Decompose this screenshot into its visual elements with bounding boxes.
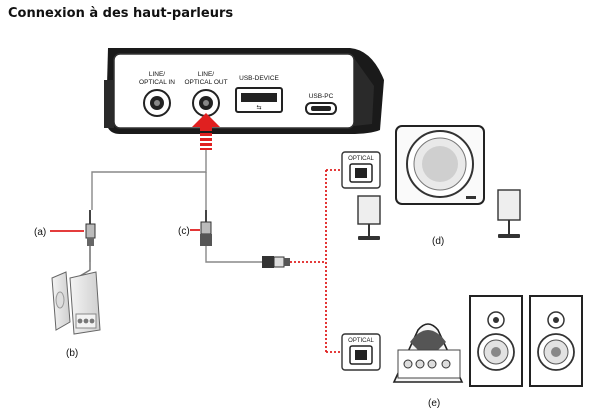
plug-c-icon (200, 210, 262, 263)
usb-device-port: ⇆ (235, 87, 283, 113)
optical-connector-icon (262, 256, 290, 268)
control-pod-e (392, 323, 464, 383)
label-a: (a) (34, 227, 46, 238)
optical-port-d: OPTICAL (341, 151, 381, 189)
analog-cable (91, 150, 207, 210)
speakers-b-icon (51, 262, 101, 335)
label-e: (e) (428, 398, 440, 409)
label-c: (c) (178, 226, 190, 237)
line-out-jack (192, 89, 220, 117)
plug-a-icon (85, 210, 96, 262)
usb-pc-port (305, 102, 337, 115)
port-label-line-in: LINE/OPTICAL IN (139, 71, 175, 86)
page-title: Connexion à des haut-parleurs (8, 6, 234, 21)
svg-text:OPTICAL: OPTICAL (348, 338, 374, 344)
svg-text:OPTICAL: OPTICAL (348, 156, 374, 162)
svg-text:⇆: ⇆ (256, 104, 261, 111)
subwoofer-system-d (357, 125, 521, 240)
label-b: (b) (66, 348, 78, 359)
label-d: (d) (432, 236, 444, 247)
line-in-jack (143, 89, 171, 117)
port-label-line-out: LINE/OPTICAL OUT (184, 71, 227, 86)
audio-device: LINE/OPTICAL IN LINE/OPTICAL OUT USB-DEV… (104, 48, 384, 134)
optical-link-line (290, 169, 342, 353)
port-label-usb-device: USB-DEVICE (239, 75, 279, 82)
port-label-usb-pc: USB-PC (309, 93, 334, 100)
bookshelf-speakers-e (469, 295, 583, 387)
insert-arrow-icon (192, 113, 220, 150)
optical-port-e: OPTICAL (341, 333, 381, 371)
